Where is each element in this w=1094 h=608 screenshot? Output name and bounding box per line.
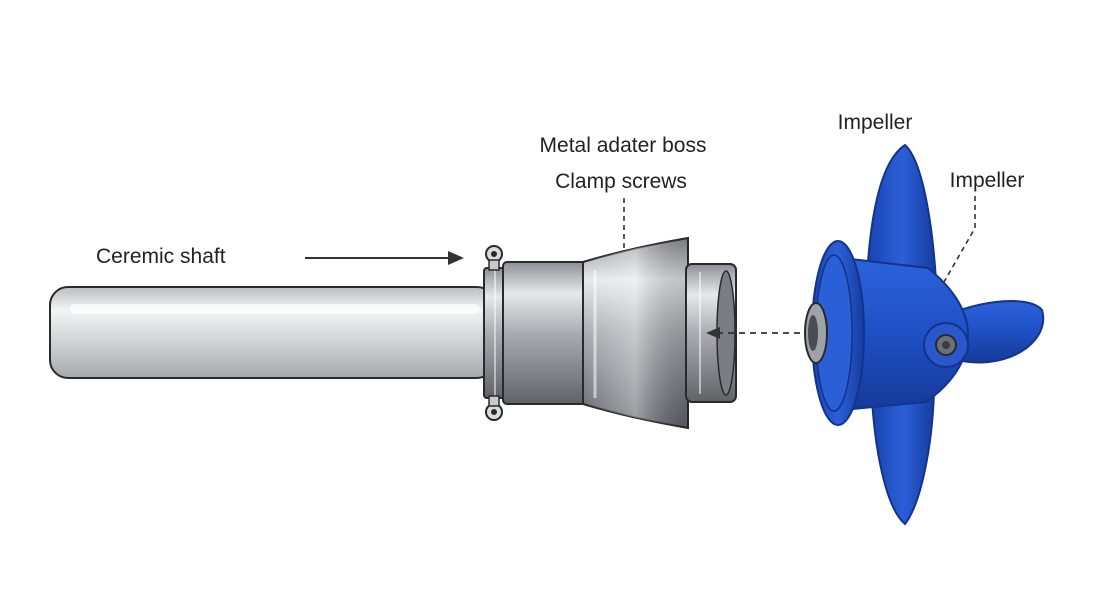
impeller bbox=[804, 143, 1045, 526]
label-ceramic-shaft: Ceremic shaft bbox=[96, 245, 226, 268]
label-impeller-top: Impeller bbox=[838, 111, 913, 134]
label-impeller-right: Impeller bbox=[950, 169, 1025, 192]
assembly-arrow-icon bbox=[305, 251, 464, 265]
clamp-screw-bottom bbox=[485, 395, 503, 421]
clamp-screw-top bbox=[485, 245, 503, 271]
insertion-arrow-icon bbox=[706, 327, 800, 339]
metal-adapter-boss bbox=[502, 236, 737, 430]
label-clamp-screws: Clamp screws bbox=[555, 170, 687, 193]
label-metal-adapter-boss: Metal adater boss bbox=[540, 134, 707, 157]
impeller-leader bbox=[943, 196, 976, 283]
ceramic-shaft bbox=[49, 286, 496, 379]
